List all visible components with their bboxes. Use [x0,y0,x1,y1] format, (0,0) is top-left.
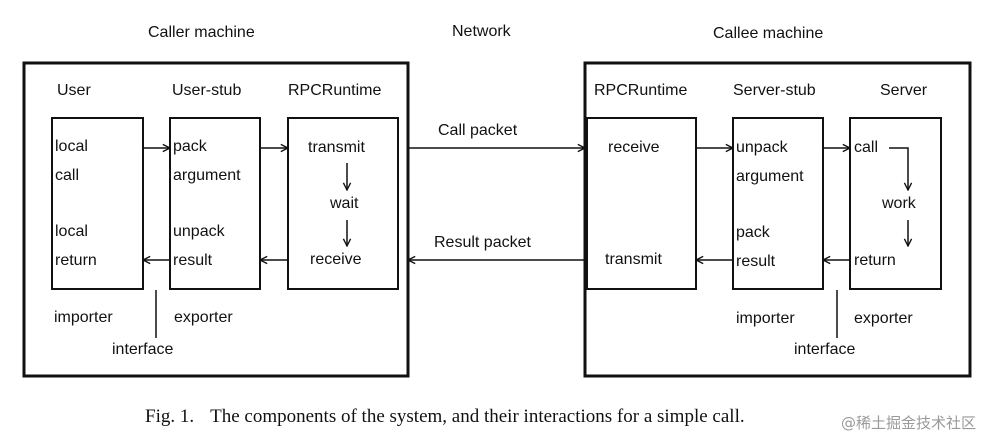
server-work-label: work [881,195,917,212]
user-title: User [57,82,91,99]
network-header: Network [452,23,512,40]
callee-rpcruntime-box [586,117,697,290]
caller-rpcruntime-box [287,117,399,290]
server-stub-importer-label: importer [736,310,795,327]
user-stub-pack-line2: argument [173,167,241,184]
user-stub-unpack-line2: result [173,252,213,269]
caller-transmit-label: transmit [308,139,365,156]
user-local-call-line2: call [55,167,79,184]
server-stub-unpack-line2: argument [736,168,804,185]
user-stub-pack-line1: pack [173,138,208,155]
server-stub-pack-line1: pack [736,224,771,241]
figure-number: Fig. 1. [145,406,194,427]
server-title: Server [880,82,928,99]
figure-caption-text: The components of the system, and their … [210,406,745,427]
user-stub-unpack-line1: unpack [173,223,226,240]
server-stub-unpack-line1: unpack [736,139,789,156]
caller-interface-label: interface [112,341,173,358]
server-stub-box [732,117,824,290]
callee-rpcruntime-title: RPCRuntime [594,82,687,99]
caller-rpcruntime-title: RPCRuntime [288,82,381,99]
user-stub-title: User-stub [172,82,241,99]
callee-receive-label: receive [608,139,660,156]
caller-receive-label: receive [310,251,362,268]
call-packet-label: Call packet [438,122,518,139]
result-packet-label: Result packet [434,234,531,251]
user-importer-label: importer [54,309,113,326]
user-box [51,117,144,290]
callee-transmit-label: transmit [605,251,662,268]
server-box [849,117,942,290]
caller-wait-label: wait [329,195,359,212]
callee-machine-header: Callee machine [713,25,823,42]
user-local-return-line1: local [55,223,88,240]
server-stub-title: Server-stub [733,82,816,99]
server-call-label: call [854,139,878,156]
server-return-label: return [854,252,896,269]
watermark: @稀土掘金技术社区 [841,414,976,432]
call-to-work-arrow [889,147,908,190]
user-local-call-line1: local [55,138,88,155]
caller-machine-header: Caller machine [148,24,255,41]
user-local-return-line2: return [55,252,97,269]
user-stub-box [169,117,261,290]
callee-interface-label: interface [794,341,855,358]
user-stub-exporter-label: exporter [174,309,233,326]
figure-caption: Fig. 1. The components of the system, and… [145,406,745,427]
server-stub-pack-line2: result [736,253,776,270]
callee-machine-box [583,61,972,378]
caller-machine-box [22,61,410,378]
server-exporter-label: exporter [854,310,913,327]
